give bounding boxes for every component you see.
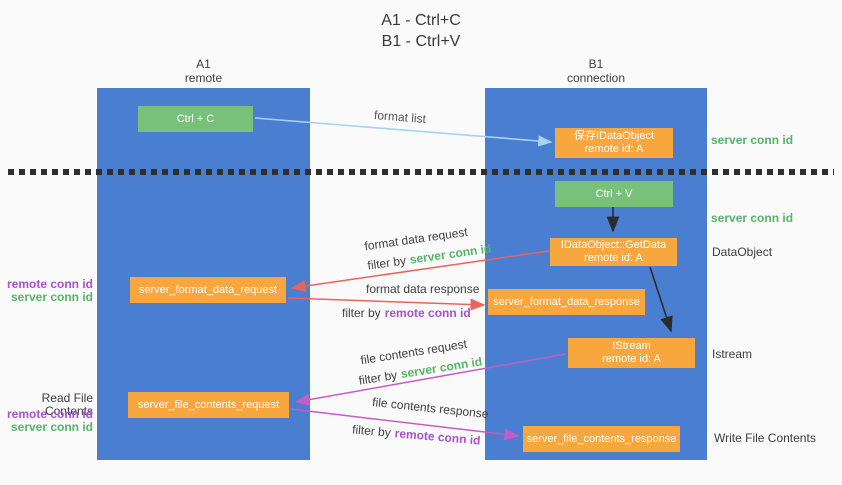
filter-by-text: filter by (351, 422, 392, 440)
lifeline-header-a1: A1 remote (97, 57, 310, 85)
annotation-remote-conn-id-2: remote conn id (6, 407, 93, 421)
node-server-file-contents-response-label: server_file_contents_response (526, 432, 677, 445)
title-line-1: A1 - Ctrl+C (381, 12, 461, 29)
annotation-read-file-contents: Read File Contents (41, 391, 93, 418)
annotation-conn-ids-format: remote conn id server conn id (0, 278, 93, 304)
node-server-format-data-response-label: server_format_data_response (493, 295, 640, 308)
node-istream-line2: remote id: A (602, 353, 661, 365)
node-server-format-data-request: server_format_data_request (130, 277, 286, 303)
node-server-file-contents-request-label: server_file_contents_request (137, 398, 280, 411)
lifeline-a1-subtitle: remote (184, 71, 223, 85)
annotation-server-conn-id-top: server conn id (711, 133, 794, 147)
label-file-contents-response: file contents response (371, 394, 490, 422)
node-server-file-contents-response: server_file_contents_response (523, 426, 680, 452)
annotation-dataobject: DataObject (712, 245, 773, 259)
node-server-format-data-response: server_format_data_response (488, 289, 645, 315)
annotation-server-conn-id-1: server conn id (10, 290, 93, 304)
annotation-server-conn-id-mid: server conn id (711, 211, 794, 225)
node-save-idataobject-line1: 保存IDataObject (573, 130, 655, 142)
annotation-server-conn-id-2: server conn id (10, 420, 93, 434)
node-save-idataobject-line2: remote id: A (584, 143, 644, 155)
node-ctrl-c-label: Ctrl + C (176, 112, 215, 125)
lifeline-b1-subtitle: connection (566, 71, 626, 85)
annotation-istream: Istream (712, 347, 753, 361)
lifeline-a1-name: A1 (196, 57, 211, 71)
node-istream-line1: IStream (612, 340, 651, 352)
filter-by-text: filter by (342, 306, 381, 320)
title-line-2: B1 - Ctrl+V (381, 33, 461, 50)
remote-conn-id-text: remote conn id (384, 306, 471, 320)
node-save-idataobject: 保存IDataObject remote id: A (555, 128, 673, 158)
annotation-write-file-contents: Write File Contents (714, 431, 816, 445)
node-server-format-data-request-label: server_format_data_request (138, 283, 278, 296)
remote-conn-id-text: remote conn id (394, 426, 482, 448)
lifeline-header-b1: B1 connection (485, 57, 707, 85)
diagram-title: A1 - Ctrl+C B1 - Ctrl+V (0, 10, 842, 52)
annotation-conn-ids-file: remote conn id server conn id (0, 408, 93, 434)
node-idataobject-getdata: IDataObject::GetData remote id: A (550, 238, 677, 266)
node-server-file-contents-request: server_file_contents_request (128, 392, 289, 418)
node-ctrl-c: Ctrl + C (138, 106, 253, 132)
node-ctrl-v: Ctrl + V (555, 181, 673, 207)
network-boundary-dotted-line (8, 169, 834, 175)
node-istream: IStream remote id: A (568, 338, 695, 368)
filter-by-text: filter by (366, 253, 407, 273)
arrow-format-data-response (287, 297, 486, 311)
filter-by-text: filter by (357, 367, 399, 388)
label-format-data-response: format data response (366, 282, 480, 296)
node-ctrl-v-label: Ctrl + V (595, 187, 633, 200)
node-idataobject-getdata-line1: IDataObject::GetData (560, 239, 667, 251)
annotation-remote-conn-id-1: remote conn id (6, 277, 93, 291)
lifeline-b1-name: B1 (588, 57, 604, 71)
node-idataobject-getdata-line2: remote id: A (584, 252, 643, 264)
label-format-list: format list (373, 107, 427, 127)
